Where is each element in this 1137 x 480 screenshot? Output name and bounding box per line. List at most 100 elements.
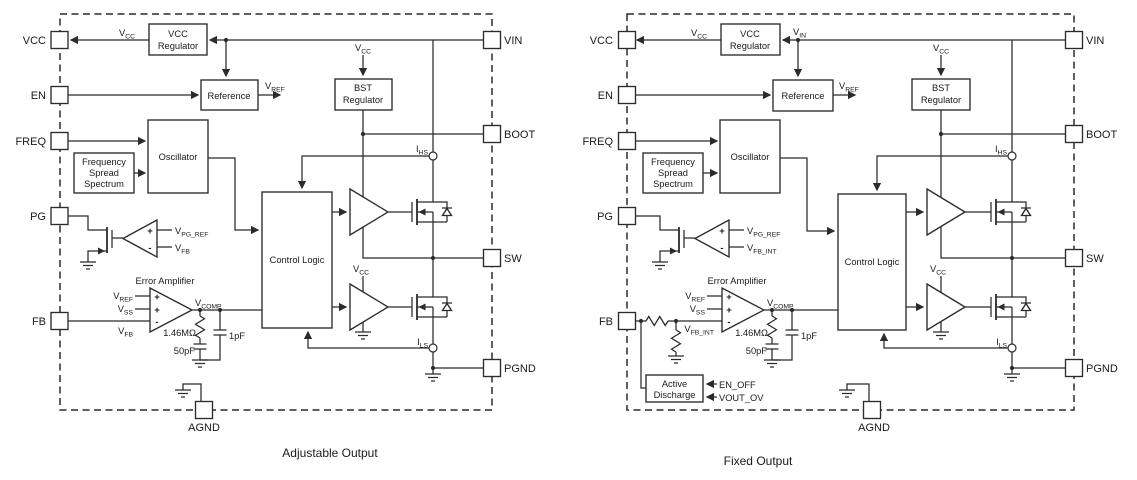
ihs-sense-tap	[1007, 151, 1017, 161]
pin-vin: VIN	[482, 30, 522, 50]
pin-en: EN	[31, 85, 69, 105]
label-vfb-int-pg: VFB_INT	[747, 243, 777, 256]
label-vcc-driver: VCC	[930, 264, 946, 277]
svg-text:Control Logic: Control Logic	[845, 257, 900, 267]
pin-sw: SW	[1064, 248, 1104, 268]
svg-text:Regulator: Regulator	[730, 41, 770, 51]
svg-text:PG: PG	[30, 211, 46, 223]
svg-text:VCC: VCC	[590, 35, 613, 47]
svg-text:Regulator: Regulator	[343, 95, 383, 105]
label-vfb-pg: VFB	[175, 243, 190, 256]
svg-text:VCC: VCC	[23, 35, 46, 47]
svg-text:Discharge: Discharge	[654, 390, 696, 400]
bst-regulator-block: BST Regulator	[911, 78, 971, 111]
svg-text:-: -	[148, 243, 151, 254]
svg-text:Control Logic: Control Logic	[270, 255, 325, 265]
svg-text:FREQ: FREQ	[582, 136, 613, 148]
frequency-spread-spectrum-block: Frequency Spread Spectrum	[642, 152, 704, 194]
svg-text:VIN: VIN	[504, 35, 522, 47]
label-vpg-ref: VPG_REF	[175, 226, 208, 239]
svg-text:+: +	[726, 305, 732, 316]
label-vin-wire: VIN	[793, 27, 806, 40]
svg-text:EN: EN	[598, 90, 613, 102]
svg-text:BST: BST	[354, 83, 372, 93]
svg-text:1.46MΩ: 1.46MΩ	[163, 328, 196, 338]
svg-text:AGND: AGND	[858, 422, 890, 434]
label-vcc-wire: VCC	[119, 28, 135, 41]
label-vref-ea: VREF	[113, 291, 133, 304]
pin-fb: FB	[32, 311, 69, 331]
fixed-output-diagram: VCC Regulator Reference BST Regulator Os…	[582, 13, 1118, 468]
svg-text:Oscillator: Oscillator	[159, 152, 198, 162]
svg-text:50pF: 50pF	[746, 346, 768, 356]
pin-vcc: VCC	[590, 30, 637, 50]
svg-text:BST: BST	[932, 83, 950, 93]
label-vcc-bst: VCC	[933, 43, 949, 56]
control-logic-block: Control Logic	[837, 193, 907, 331]
svg-text:Oscillator: Oscillator	[731, 152, 770, 162]
svg-text:Frequency: Frequency	[82, 157, 126, 167]
svg-text:1.46MΩ: 1.46MΩ	[735, 328, 768, 338]
compensation-network: 1.46MΩ 50pF 1pF	[163, 315, 245, 368]
svg-text:EN: EN	[31, 90, 46, 102]
svg-text:BOOT: BOOT	[1086, 129, 1117, 141]
oscillator-block: Oscillator	[147, 119, 209, 194]
svg-text:VIN: VIN	[1086, 35, 1104, 47]
svg-text:SW: SW	[1086, 253, 1104, 265]
label-vref-ea: VREF	[685, 291, 705, 304]
label-vss-ea: VSS	[690, 304, 706, 317]
label-vpg-ref: VPG_REF	[747, 226, 780, 239]
pin-sw: SW	[482, 248, 522, 268]
svg-text:Error Amplifier: Error Amplifier	[136, 276, 195, 286]
svg-text:PG: PG	[597, 211, 613, 223]
pin-en: EN	[598, 85, 637, 105]
caption-fixed: Fixed Output	[724, 454, 793, 468]
pin-pg: PG	[30, 206, 69, 226]
svg-text:Frequency: Frequency	[651, 157, 695, 167]
vcc-regulator-block: VCC Regulator	[720, 23, 781, 56]
error-amplifier: Error Amplifier + + -	[136, 276, 195, 334]
adjustable-output-diagram: VCC Regulator Reference BST Regulator Os…	[15, 13, 536, 460]
label-vref-out: VREF	[839, 81, 859, 94]
label-ils: ILS	[996, 337, 1007, 350]
svg-text:Spread: Spread	[89, 168, 119, 178]
wires	[68, 40, 483, 401]
label-vfb-int-ea: VFB_INT	[684, 324, 714, 337]
label-vcomp: VCOMP	[195, 298, 222, 311]
frequency-spread-spectrum-block: Frequency Spread Spectrum	[73, 152, 135, 194]
pg-mosfet-arrow	[670, 247, 677, 255]
arrow-wires	[68, 35, 483, 349]
svg-text:BOOT: BOOT	[504, 129, 535, 141]
label-vss-ea: VSS	[118, 304, 134, 317]
pin-freq: FREQ	[582, 131, 637, 151]
ils-sense-tap	[1007, 343, 1017, 353]
svg-text:AGND: AGND	[188, 422, 220, 434]
ihs-sense-tap	[428, 151, 438, 161]
svg-text:-: -	[720, 243, 723, 254]
svg-text:+: +	[154, 292, 160, 303]
svg-text:Spectrum: Spectrum	[653, 179, 693, 189]
label-vout-ov: VOUT_OV	[719, 393, 764, 403]
bst-regulator-block: BST Regulator	[334, 78, 393, 111]
pg-comparator: + -	[79, 218, 172, 270]
svg-text:+: +	[154, 305, 160, 316]
svg-text:Reference: Reference	[208, 91, 251, 101]
svg-text:PGND: PGND	[504, 363, 536, 375]
svg-text:Active: Active	[662, 379, 687, 389]
svg-text:Regulator: Regulator	[921, 95, 961, 105]
svg-text:SW: SW	[504, 253, 522, 265]
oscillator-block: Oscillator	[719, 119, 781, 194]
arrow-wires	[635, 35, 1065, 402]
svg-text:1pF: 1pF	[801, 331, 817, 341]
svg-text:+: +	[726, 292, 732, 303]
pin-pgnd: PGND	[482, 358, 536, 378]
pg-mosfet-arrow	[98, 247, 105, 255]
label-vcc-driver: VCC	[353, 264, 369, 277]
pg-comparator: + -	[651, 218, 744, 270]
label-vcc-bst: VCC	[355, 43, 371, 56]
svg-text:Regulator: Regulator	[158, 41, 198, 51]
svg-text:FB: FB	[32, 316, 46, 328]
svg-text:Reference: Reference	[782, 91, 825, 101]
